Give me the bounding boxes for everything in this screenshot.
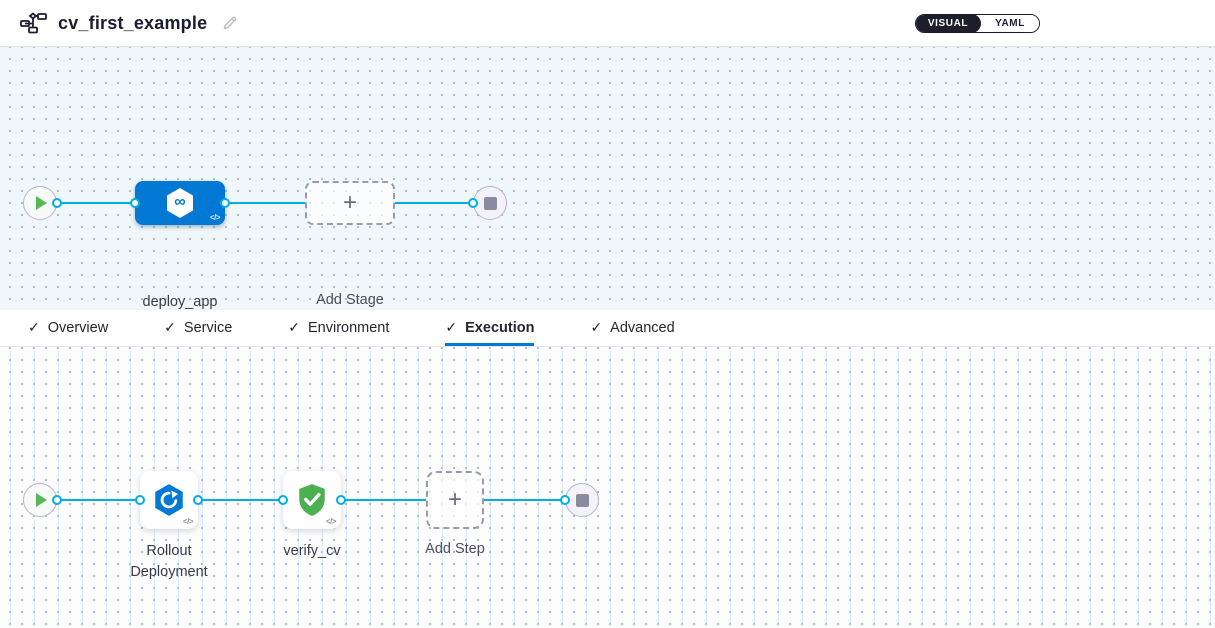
check-icon: ✓: [28, 319, 40, 335]
plus-icon: +: [447, 486, 462, 513]
stop-icon: [575, 493, 589, 507]
edge: [484, 499, 582, 501]
connector-port[interactable]: [135, 495, 145, 505]
view-mode-toggle: VISUAL YAML: [915, 13, 1040, 33]
execution-canvas[interactable]: </> Rollout Deployment </> verify_cv + A…: [0, 347, 1215, 627]
tab-service[interactable]: ✓ Service: [164, 310, 232, 346]
step-node-verify-cv[interactable]: </>: [283, 471, 341, 529]
connector-port[interactable]: [336, 495, 346, 505]
tab-label: Overview: [47, 319, 109, 336]
edge: [225, 202, 305, 204]
edit-pencil-icon[interactable]: [221, 14, 239, 32]
edge: [341, 499, 426, 501]
step-label: verify_cv: [283, 543, 341, 559]
page-title: cv_first_example: [58, 12, 208, 33]
connector-port[interactable]: [560, 495, 570, 505]
tab-advanced[interactable]: ✓ Advanced: [590, 310, 674, 346]
connector-port[interactable]: [52, 495, 62, 505]
play-icon: [36, 493, 47, 507]
step-node-rollout-deployment[interactable]: </>: [140, 471, 198, 529]
execution-start-node[interactable]: [23, 483, 57, 517]
edge: [40, 499, 140, 501]
pipeline-end-node[interactable]: [473, 186, 507, 220]
add-stage-button[interactable]: +: [305, 181, 395, 225]
connector-port[interactable]: [468, 198, 478, 208]
add-step-button[interactable]: +: [426, 471, 484, 529]
stop-icon: [483, 196, 497, 210]
pipeline-icon: [20, 12, 47, 34]
add-stage-label: Add Stage: [316, 292, 384, 308]
cd-stage-icon: ∞: [163, 186, 197, 220]
edge: [40, 202, 135, 204]
edge: [395, 202, 490, 204]
tab-label: Environment: [308, 319, 390, 336]
tab-label: Advanced: [610, 319, 675, 336]
step-label: Rollout Deployment: [130, 543, 208, 580]
stage-node-deploy-app[interactable]: ∞ </>: [135, 181, 225, 225]
check-icon: ✓: [590, 319, 603, 335]
code-icon: </>: [209, 213, 221, 222]
tab-label: Service: [183, 319, 233, 336]
visual-toggle-button[interactable]: VISUAL: [916, 14, 981, 32]
connector-port[interactable]: [220, 198, 230, 208]
connector-port[interactable]: [193, 495, 203, 505]
verify-shield-icon: [299, 484, 325, 516]
connector-port[interactable]: [278, 495, 288, 505]
infinity-icon: ∞: [174, 193, 186, 211]
stage-canvas[interactable]: ∞ </> deploy_app + Add Stage: [0, 47, 1215, 310]
tab-overview[interactable]: ✓ Overview: [28, 310, 108, 346]
tab-execution[interactable]: ✓ Execution: [445, 310, 535, 346]
edge: [198, 499, 284, 501]
stage-config-tabbar: ✓ Overview ✓ Service ✓ Environment ✓ Exe…: [0, 310, 1215, 347]
execution-end-node[interactable]: [565, 483, 599, 517]
pipeline-header: cv_first_example VISUAL YAML: [0, 0, 1215, 47]
check-icon: ✓: [445, 319, 458, 335]
add-step-label: Add Step: [425, 541, 485, 557]
play-icon: [36, 196, 47, 210]
code-icon: </>: [182, 517, 194, 526]
plus-icon: +: [342, 189, 357, 216]
check-icon: ✓: [164, 319, 176, 335]
connector-port[interactable]: [52, 198, 62, 208]
rollout-deployment-icon: [155, 484, 183, 516]
check-icon: ✓: [288, 319, 300, 335]
yaml-toggle-button[interactable]: YAML: [981, 14, 1039, 32]
code-icon: </>: [325, 517, 337, 526]
connector-port[interactable]: [130, 198, 140, 208]
tab-environment[interactable]: ✓ Environment: [288, 310, 389, 346]
tab-label: Execution: [465, 319, 535, 336]
stage-label: deploy_app: [142, 294, 218, 310]
